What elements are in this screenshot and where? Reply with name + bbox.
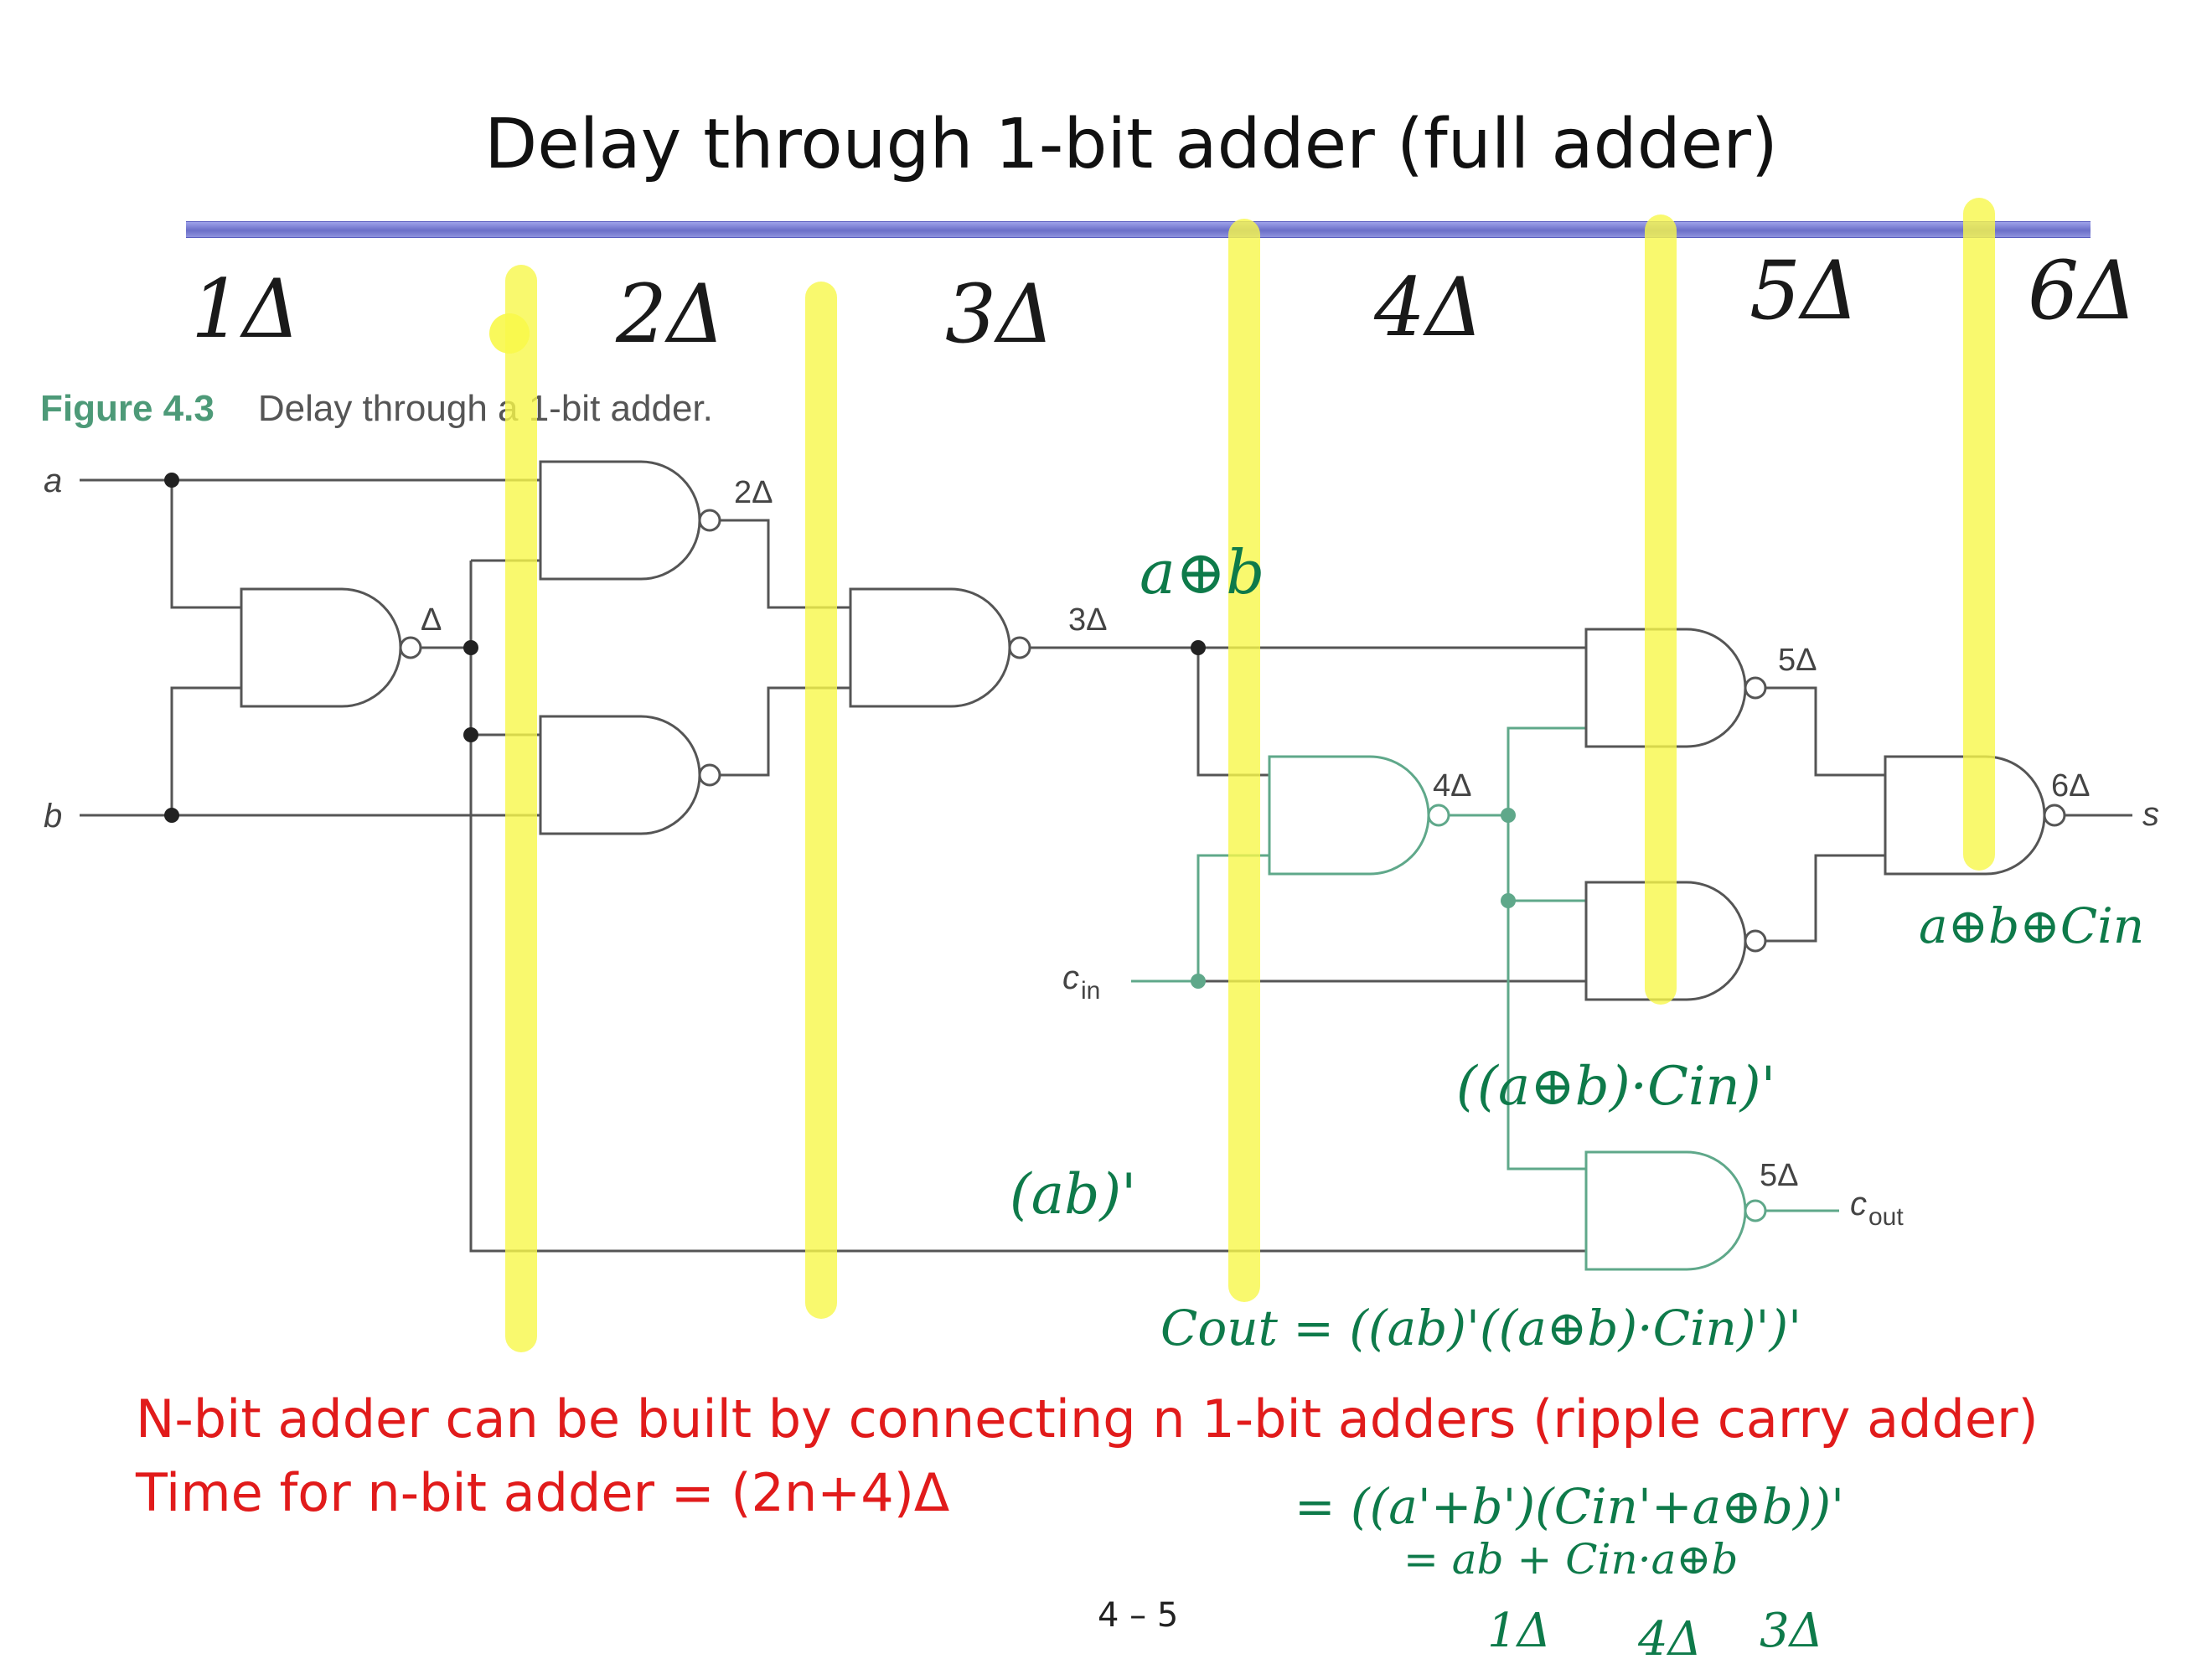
delay-label-g9: 5Δ xyxy=(1760,1158,1799,1193)
wire-a-to-g1 xyxy=(170,480,241,609)
note-ripple-carry: N-bit adder can be built by connecting n… xyxy=(136,1388,2039,1450)
junction-b xyxy=(164,808,179,823)
junction-g5 xyxy=(1501,808,1516,823)
note-ab-not: (ab)' xyxy=(1010,1162,1136,1227)
handwritten-annotations: a⊕b (ab)' ((a⊕b)·Cin)' a⊕b⊕Cin Cout = ((… xyxy=(1010,537,2144,1659)
input-a-label: a xyxy=(44,463,62,499)
note-axb-cin-not: ((a⊕b)·Cin)' xyxy=(1456,1056,1775,1118)
junctions xyxy=(164,473,1516,989)
delay-label-g2: 2Δ xyxy=(734,475,773,510)
junction-g1-lower xyxy=(463,727,478,742)
cout-label: c out xyxy=(1850,1186,1904,1231)
note-cout-line1: Cout = ((ab)'((a⊕b)·Cin)')' xyxy=(1160,1300,1801,1357)
highlighter-marks xyxy=(505,198,1995,1352)
figure-label: Figure 4.3 xyxy=(40,388,214,429)
cin-label-base: c xyxy=(1062,959,1079,996)
delay-label-g5: 4Δ xyxy=(1433,768,1472,804)
cin-label: c in xyxy=(1062,959,1100,1005)
input-b-label: b xyxy=(44,798,62,835)
highlight-dot xyxy=(489,313,530,354)
junction-cin xyxy=(1191,974,1206,989)
figure-caption: Figure 4.3 Delay through a 1-bit adder. xyxy=(40,388,713,430)
slide-notes: N-bit adder can be built by connecting n… xyxy=(136,1382,2039,1530)
junction-axb xyxy=(1191,640,1206,655)
delay-label-g6: 5Δ xyxy=(1778,643,1817,678)
cout-label-base: c xyxy=(1850,1186,1867,1222)
stage-marks: 1Δ 2Δ 3Δ 4Δ 5Δ 6Δ xyxy=(191,244,2137,361)
note-a-xor-b: a⊕b xyxy=(1140,537,1264,607)
nand-gate-2 xyxy=(539,460,721,581)
note-cout-line2: = ((a'+b')(Cin'+a⊕b))' xyxy=(1295,1478,1844,1535)
note-sum-expression: a⊕b⊕Cin xyxy=(1919,897,2144,954)
stage-mark-5: 5Δ xyxy=(1749,244,1858,338)
wire-g6-out xyxy=(1755,686,1885,777)
title-rule xyxy=(186,221,2091,238)
stage-mark-1: 1Δ xyxy=(191,262,300,356)
delay-label-g1: Δ xyxy=(421,602,442,638)
junction-g5-lower xyxy=(1501,893,1516,908)
cin-label-sub: in xyxy=(1081,977,1100,1005)
slide-title: Delay through 1-bit adder (full adder) xyxy=(484,105,1778,184)
gate-delay-labels: Δ 2Δ 3Δ 4Δ 5Δ 6Δ 5Δ xyxy=(421,475,2091,1193)
page-number: 4 – 5 xyxy=(1098,1596,1179,1635)
stage-mark-2: 2Δ xyxy=(615,267,725,361)
junction-a xyxy=(164,473,179,488)
logic-gates xyxy=(240,460,2066,1271)
carry-wires xyxy=(1131,726,1839,1212)
stage-mark-4: 4Δ xyxy=(1373,261,1483,354)
nand-gate-9 xyxy=(1584,1150,1767,1271)
wire-g5-to-g9 xyxy=(1507,815,1586,1171)
stage-mark-6: 6Δ xyxy=(2028,244,2137,338)
nand-gate-7 xyxy=(1584,881,1767,1001)
note-cout-line3: = ab + Cin·a⊕b xyxy=(1403,1535,1738,1584)
nand-gate-5 xyxy=(1268,755,1450,876)
nand-gate-3 xyxy=(539,715,721,835)
circuit-wires xyxy=(80,478,2132,1253)
stage-mark-3: 3Δ xyxy=(945,267,1054,361)
wire-b-to-g1 xyxy=(170,686,241,815)
wire-g1-bus xyxy=(469,561,1586,1253)
nand-gate-6 xyxy=(1584,628,1767,748)
note-delay-4: 4Δ xyxy=(1637,1612,1702,1659)
note-delay-3: 3Δ xyxy=(1760,1604,1823,1658)
nand-gate-4 xyxy=(849,587,1031,708)
delay-label-g8: 6Δ xyxy=(2051,768,2091,804)
cout-label-sub: out xyxy=(1868,1203,1904,1231)
junction-g1 xyxy=(463,640,478,655)
note-delay-1: 1Δ xyxy=(1487,1604,1551,1658)
delay-label-g4: 3Δ xyxy=(1068,602,1108,638)
wire-g7-out xyxy=(1755,854,1885,943)
figure-caption-text: Delay through a 1-bit adder. xyxy=(257,388,713,429)
output-s-label: s xyxy=(2142,796,2159,833)
nand-gate-8 xyxy=(1884,755,2066,876)
wire-g5-to-g6 xyxy=(1507,726,1586,815)
nand-gate-1 xyxy=(240,587,422,708)
note-time-formula: Time for n-bit adder = (2n+4)Δ xyxy=(136,1462,950,1523)
